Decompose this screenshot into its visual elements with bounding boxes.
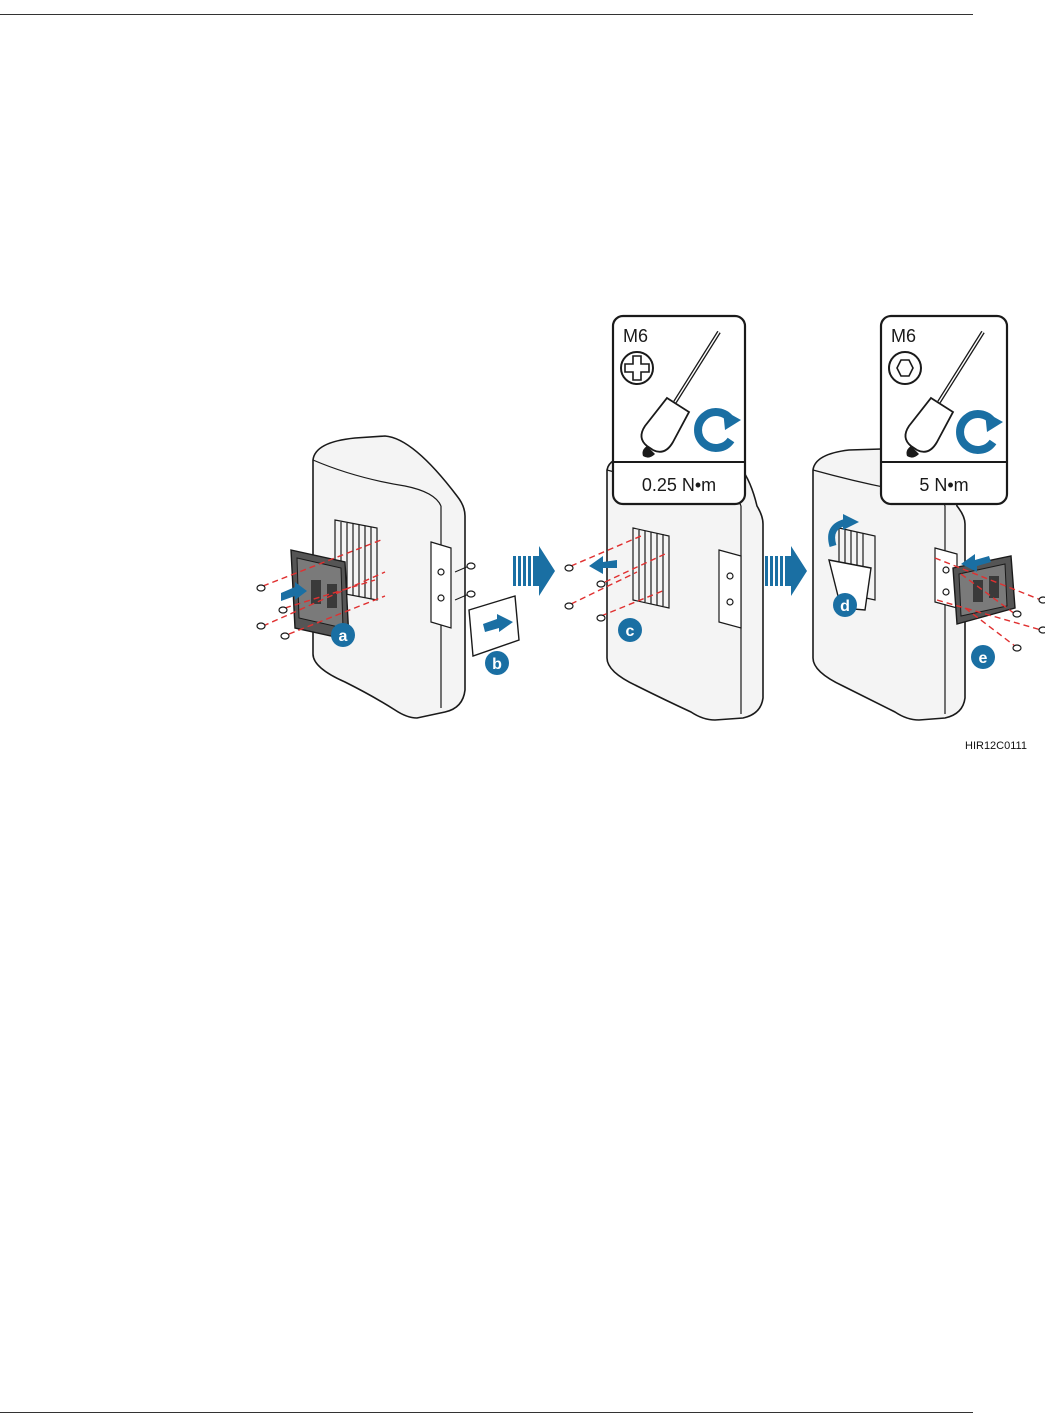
callout-b: b [485,651,509,675]
footer-rule [0,1412,973,1413]
bracket-e [953,556,1015,624]
figure-id-label: HIR12C0111 [965,740,1027,752]
panel-2-screw-label: M6 [891,326,916,346]
callout-e: e [971,645,995,669]
panel-1-screw-label: M6 [623,326,648,346]
step-arrow-1 [513,546,555,596]
tool-panel-2: M6 5 N•m [881,316,1007,504]
callout-d: d [833,593,857,617]
header-rule [0,14,973,15]
callout-c: c [618,618,642,642]
svg-text:d: d [840,598,850,615]
svg-text:b: b [492,656,502,673]
panel-1-torque-label: 0.25 N•m [642,475,716,495]
callout-a: a [331,623,355,647]
installation-figure: M6 0.25 N•m c [245,310,1045,750]
panel-2-torque-label: 5 N•m [919,475,968,495]
step-arrow-2 [765,546,807,596]
svg-text:a: a [339,628,348,645]
hex-icon [889,352,921,384]
svg-text:e: e [979,650,988,667]
phillips-icon [621,352,653,384]
svg-text:c: c [626,623,635,640]
tool-panel-1: M6 0.25 N•m [613,316,745,504]
